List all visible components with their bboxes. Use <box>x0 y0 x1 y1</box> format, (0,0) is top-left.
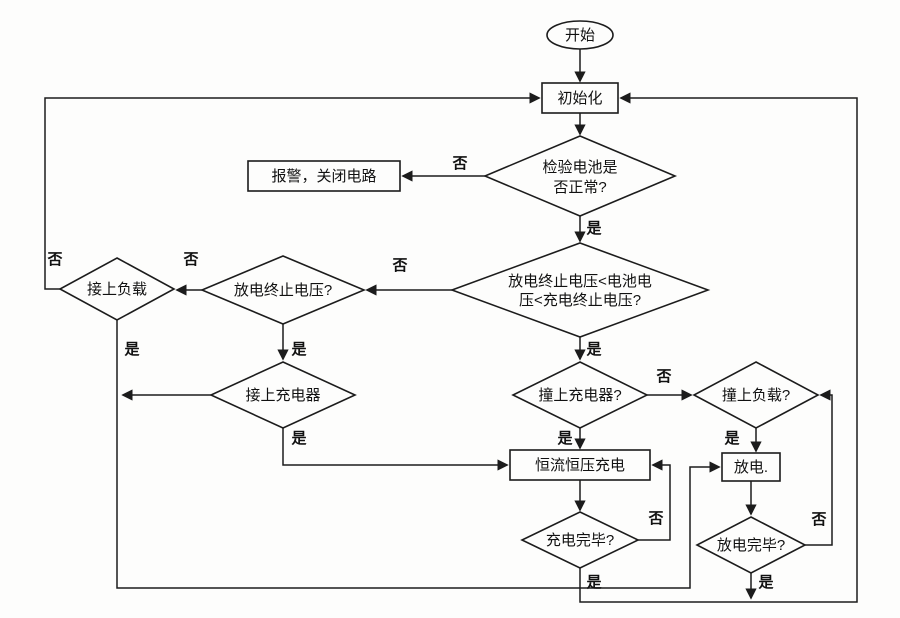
label-no-chargedone-loop: 否 <box>647 510 663 527</box>
edge-charge-done-no-loop <box>638 459 671 541</box>
load-on-decision <box>692 361 820 429</box>
discharge-done-decision <box>695 516 807 574</box>
alarm-process <box>247 160 401 192</box>
label-yes-loadon-discharge: 是 <box>723 430 740 447</box>
label-no-chargeron-loadon: 否 <box>655 368 671 385</box>
discharge-done-label: 放电完毕? <box>717 537 785 554</box>
charge-done-decision <box>520 511 640 569</box>
check-battery-decision <box>482 135 678 217</box>
label-yes-load-down: 是 <box>123 341 140 358</box>
charger-on-decision <box>511 361 649 429</box>
discharge-end-decision <box>199 255 367 325</box>
alarm-label: 报警，关闭电路 <box>271 168 376 185</box>
label-no-load-init: 否 <box>46 251 62 268</box>
edge-charge-done-yes-to-init <box>579 92 858 603</box>
label-yes-chargedone-init: 是 <box>585 574 602 591</box>
edge-connect-load-no-to-init <box>44 92 541 290</box>
label-no-check-alarm: 否 <box>451 155 467 172</box>
label-yes-dischargeend-charger: 是 <box>290 341 307 358</box>
cccv-charge-label: 恒流恒压充电 <box>535 457 625 474</box>
label-yes-charger-cccv: 是 <box>290 430 307 447</box>
label-yes-window-chargeron: 是 <box>585 341 602 358</box>
edge-connect-load-yes-to-discharge <box>116 320 721 589</box>
connect-load-decision <box>58 257 176 321</box>
init-label: 初始化 <box>557 90 602 107</box>
voltage-window-decision <box>449 242 711 338</box>
voltage-window-label-line1: 放电终止电压<电池电 <box>508 273 652 290</box>
voltage-window-label-line2: 压<充电终止电压? <box>519 292 641 309</box>
load-on-label: 撞上负载? <box>722 386 790 404</box>
check-battery-label-line2: 否正常? <box>553 179 606 196</box>
connect-charger-decision <box>209 361 357 429</box>
check-battery-label-line1: 检验电池是 <box>542 159 617 176</box>
connect-load-label: 接上负载 <box>87 281 147 298</box>
label-no-dischargedone-loop: 否 <box>810 511 826 528</box>
label-yes-chargeron-cccv: 是 <box>556 430 573 447</box>
start-label: 开始 <box>565 27 595 44</box>
label-no-window-dischargeend: 否 <box>391 257 407 274</box>
discharge-process <box>721 452 781 482</box>
charger-on-label: 撞上充电器? <box>538 386 621 404</box>
label-yes-dischargedone-join: 是 <box>757 574 774 591</box>
connect-charger-label: 接上充电器 <box>245 387 320 404</box>
discharge-label: 放电. <box>734 459 768 476</box>
discharge-end-label: 放电终止电压? <box>234 282 332 299</box>
edge-connect-charger-yes-to-cccv <box>282 428 509 471</box>
charge-done-label: 充电完毕? <box>546 532 614 549</box>
init-process <box>541 82 619 114</box>
label-no-dischargeend-load: 否 <box>182 251 198 268</box>
label-yes-check-window: 是 <box>585 220 602 237</box>
cccv-charge-process <box>509 449 651 481</box>
start-terminator <box>546 20 614 50</box>
edge-discharge-done-no-loop <box>805 389 833 546</box>
